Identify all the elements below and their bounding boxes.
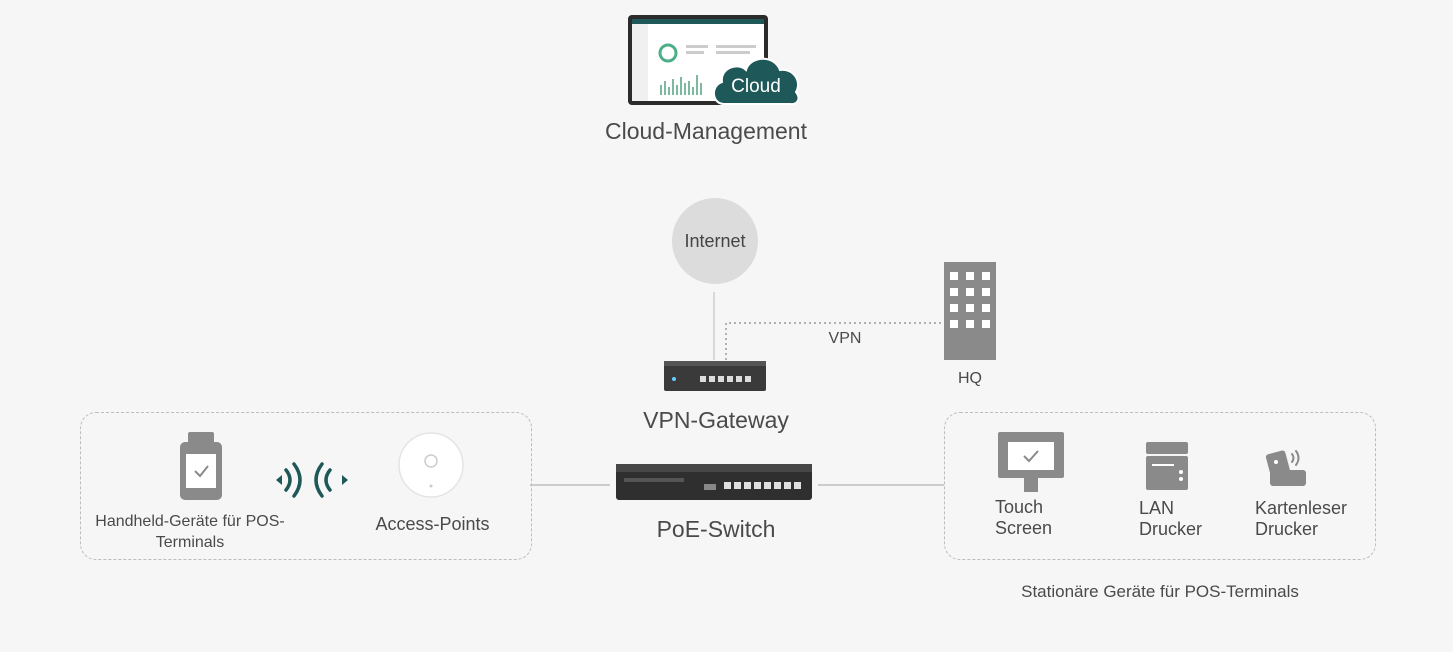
cloud-icon: Cloud [710,48,802,106]
access-point-icon [398,432,464,498]
cloud-badge-text: Cloud [731,76,781,97]
wifi-signal-icon [272,458,352,502]
card-reader-label-line2: Drucker [1255,519,1319,539]
internet-circle [672,198,758,284]
lan-printer-label-line1: LAN [1139,498,1175,518]
hq-label: HQ [958,370,982,387]
card-reader-label-line1: Kartenleser [1255,498,1348,518]
handheld-device-icon [180,432,222,500]
lan-printer-label: LAN Drucker [1115,498,1225,540]
vpn-gateway-device-icon [664,361,766,391]
lan-printer-label-line2: Drucker [1139,519,1203,539]
handheld-label-line1: Handheld-Geräte für POS- [95,513,285,530]
handheld-label: Handheld-Geräte für POS- Terminals [70,511,310,553]
stationary-devices-caption: Stationäre Geräte für POS-Terminals [1021,582,1299,601]
vpn-tunnel-line [725,322,944,360]
vpn-label: VPN [828,330,862,347]
card-reader-icon [1264,446,1308,488]
vpn-gateway-label: VPN-Gateway [643,407,789,433]
hq-building-icon [944,262,996,360]
handheld-label-line2: Terminals [155,534,225,551]
poe-switch-label: PoE-Switch [656,516,776,542]
touch-screen-label-line2: Screen [995,518,1053,538]
poe-switch-device-icon [616,464,812,500]
handheld-devices-group [80,412,532,560]
touch-screen-label-line1: Touch [995,497,1044,517]
access-points-label: Access-Points [375,514,490,534]
cloud-management-label: Cloud-Management [604,118,807,144]
touch-screen-icon [998,432,1064,494]
card-reader-label: Kartenleser Drucker [1240,498,1370,540]
stationary-devices-group [944,412,1376,560]
cloud-dashboard-laptop-icon [628,15,768,105]
lan-printer-icon [1146,442,1188,490]
internet-label: Internet [684,231,746,251]
touch-screen-label: Touch Screen [970,497,1080,539]
